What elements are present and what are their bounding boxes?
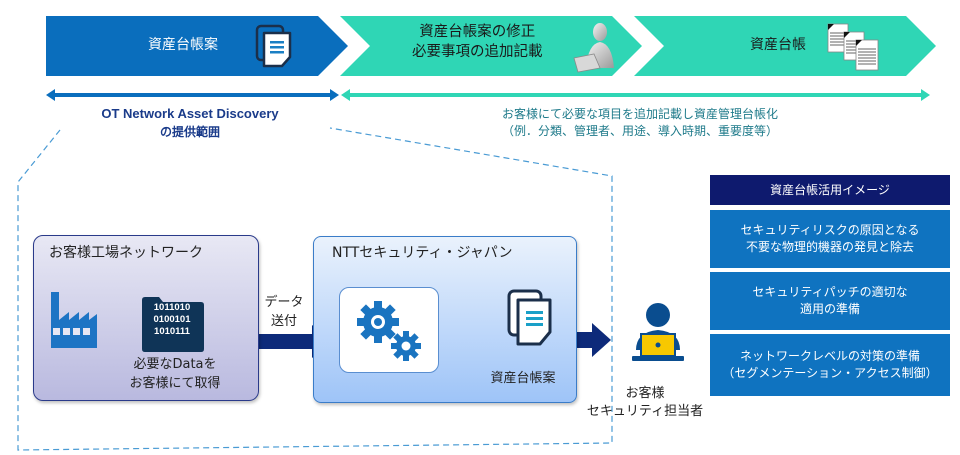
usage-item: セキュリティパッチの適切な 適用の準備 [710, 272, 950, 330]
gears-icon [357, 301, 421, 361]
processing-engine-box [339, 287, 439, 373]
binary-line-3: 1010111 [154, 326, 190, 337]
asset-ledger-draft-icon [507, 289, 552, 346]
step-2-line-2: 必要事項の追加記載 [412, 44, 543, 60]
usage-item-line-1: ネットワークレベルの対策の準備 [739, 349, 920, 363]
scope-outline [17, 127, 613, 451]
usage-item: ネットワークレベルの対策の準備 （セグメンテーション・アクセス制御） [710, 334, 950, 396]
usage-item-line-1: セキュリティパッチの適切な [752, 285, 908, 299]
provider-scope-line-2: の提供範囲 [159, 125, 220, 139]
customer-range-arrow [341, 89, 930, 101]
usage-item-line-1: セキュリティリスクの原因となる [740, 223, 920, 237]
provider-range-arrow [46, 89, 339, 101]
asset-ledger-draft-caption: 資産台帳案 [490, 371, 556, 386]
usage-item-line-2: （セグメンテーション・アクセス制御） [722, 366, 938, 380]
usage-item-line-2: 不要な物理的機器の発見と除去 [745, 240, 914, 254]
data-acquisition-caption: 必要なDataを お客様にて取得 [110, 355, 240, 393]
ntt-security-japan-box: NTTセキュリティ・ジャパン [313, 236, 577, 403]
customer-scope-line-1: お客様にて必要な項目を追加記載し資産管理台帳化 [501, 107, 778, 121]
document-copy-icon [255, 24, 292, 68]
step-1-text: 資産台帳案 [148, 37, 218, 53]
usage-item: セキュリティリスクの原因となる 不要な物理的機器の発見と除去 [710, 210, 950, 268]
provider-scope-label: OT Network Asset Discovery の提供範囲 [60, 105, 320, 141]
step-2-label: 資産台帳案の修正 必要事項の追加記載 [412, 22, 543, 62]
customer-security-officer-label: お客様 セキュリティ担当者 [570, 385, 720, 421]
document-stack-icon [827, 23, 879, 71]
officer-line-1: お客様 [625, 386, 665, 401]
binary-line-2: 0100101 [153, 314, 191, 325]
factory-icon [51, 292, 97, 348]
binary-line-1: 1011010 [153, 302, 191, 313]
officer-line-2: セキュリティ担当者 [586, 404, 704, 419]
customer-scope-label: お客様にて必要な項目を追加記載し資産管理台帳化 （例．分類、管理者、用途、導入時… [420, 106, 860, 140]
step-3-text: 資産台帳 [750, 37, 806, 53]
usage-item-line-2: 適用の準備 [799, 302, 860, 316]
person-at-laptop-icon [573, 23, 614, 73]
data-transfer-label: データ 送付 [254, 293, 314, 331]
data-caption-line-2: お客様にて取得 [129, 376, 221, 391]
provider-scope-line-1: OT Network Asset Discovery [101, 106, 279, 121]
customer-scope-line-2: （例．分類、管理者、用途、導入時期、重要度等） [501, 124, 778, 138]
factory-box-title: お客様工場ネットワーク [49, 245, 203, 261]
binary-data-folder-icon [142, 297, 204, 352]
step-2-line-1: 資産台帳案の修正 [419, 24, 536, 40]
binary-data-text: 1011010 0100101 1010111 [142, 295, 202, 341]
security-officer-icon [632, 303, 684, 361]
step-1-label: 資産台帳案 [148, 35, 218, 55]
usage-panel-header: 資産台帳活用イメージ [710, 175, 950, 205]
transfer-line-1: データ [264, 295, 304, 310]
data-caption-line-1: 必要なDataを [133, 357, 217, 372]
step-chevron-2 [340, 16, 642, 76]
usage-panel-title: 資産台帳活用イメージ [770, 182, 890, 197]
transfer-line-2: 送付 [270, 314, 297, 329]
step-3-label: 資産台帳 [750, 35, 806, 55]
ntt-box-title: NTTセキュリティ・ジャパン [332, 245, 513, 261]
